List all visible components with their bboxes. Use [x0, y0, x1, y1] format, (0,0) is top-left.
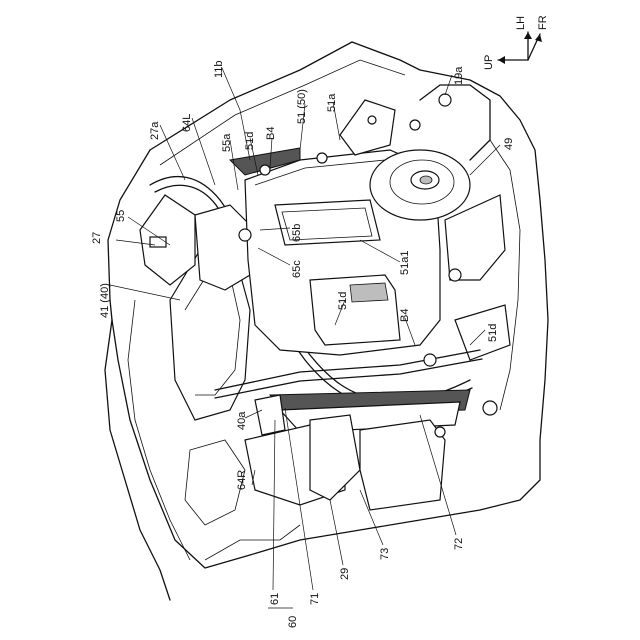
bolt-lower-right-2: [483, 401, 497, 415]
part-49-center: [420, 176, 432, 184]
callout-64R: 64R: [236, 470, 248, 490]
bolt-B4-mid: [424, 354, 436, 366]
part-29-block: [310, 415, 360, 500]
bolt-65c: [239, 229, 251, 241]
part-27-bracket: [140, 195, 195, 285]
callout-55a: 55a: [221, 133, 233, 152]
callout-55: 55: [115, 210, 127, 222]
bolt-51d-top: [317, 153, 327, 163]
callout-27a: 27a: [149, 121, 161, 140]
bracket-51a-hole: [368, 116, 376, 124]
right-structure: [490, 140, 520, 410]
orientation-indicator: [498, 32, 542, 64]
callout-B4-top: B4: [265, 127, 277, 140]
bracket-51a: [340, 100, 395, 155]
callout-73: 73: [379, 548, 391, 560]
callout-51a: 51a: [326, 93, 338, 112]
left-structure: [105, 320, 170, 600]
callout-19a: 19a: [453, 66, 465, 85]
callout-71: 71: [309, 593, 321, 605]
part-40a: [255, 395, 285, 435]
callout-61: 61: [269, 593, 281, 605]
structure-19a: [420, 85, 490, 160]
callout-60: 60: [287, 616, 299, 628]
label-fr: FR: [537, 15, 549, 30]
bolt-73: [435, 427, 445, 437]
callout-65c: 65c: [291, 260, 303, 278]
callout-51d-top: 51d: [244, 132, 256, 150]
callout-51d-right: 51d: [487, 324, 499, 342]
bolt-lower-right: [449, 269, 461, 281]
bolt-B4-top: [260, 165, 270, 175]
callout-40a: 40a: [236, 411, 248, 430]
part-55-housing: [195, 205, 250, 290]
callout-72: 72: [453, 538, 465, 550]
callout-29: 29: [339, 568, 351, 580]
label-lh: LH: [515, 16, 527, 30]
callout-64L: 64L: [181, 114, 193, 132]
callout-11b: 11b: [213, 60, 225, 78]
callout-49: 49: [503, 138, 515, 150]
rod-72: [215, 350, 480, 390]
callout-27: 27: [91, 232, 103, 244]
bolt-19a: [439, 94, 451, 106]
bolt-upper: [410, 120, 420, 130]
module-51d-tab: [350, 283, 388, 302]
callout-51a1: 51a1: [399, 251, 411, 275]
callout-51-50: 51 (50): [296, 89, 308, 124]
part-73-bracket: [360, 420, 445, 510]
label-up: UP: [483, 55, 495, 70]
callout-41-40: 41 (40): [99, 283, 111, 318]
callout-B4-mid: B4: [399, 309, 411, 322]
callout-51d-mid: 51d: [337, 292, 349, 310]
callout-65b: 65b: [291, 224, 303, 242]
part-27-slot: [150, 237, 166, 247]
